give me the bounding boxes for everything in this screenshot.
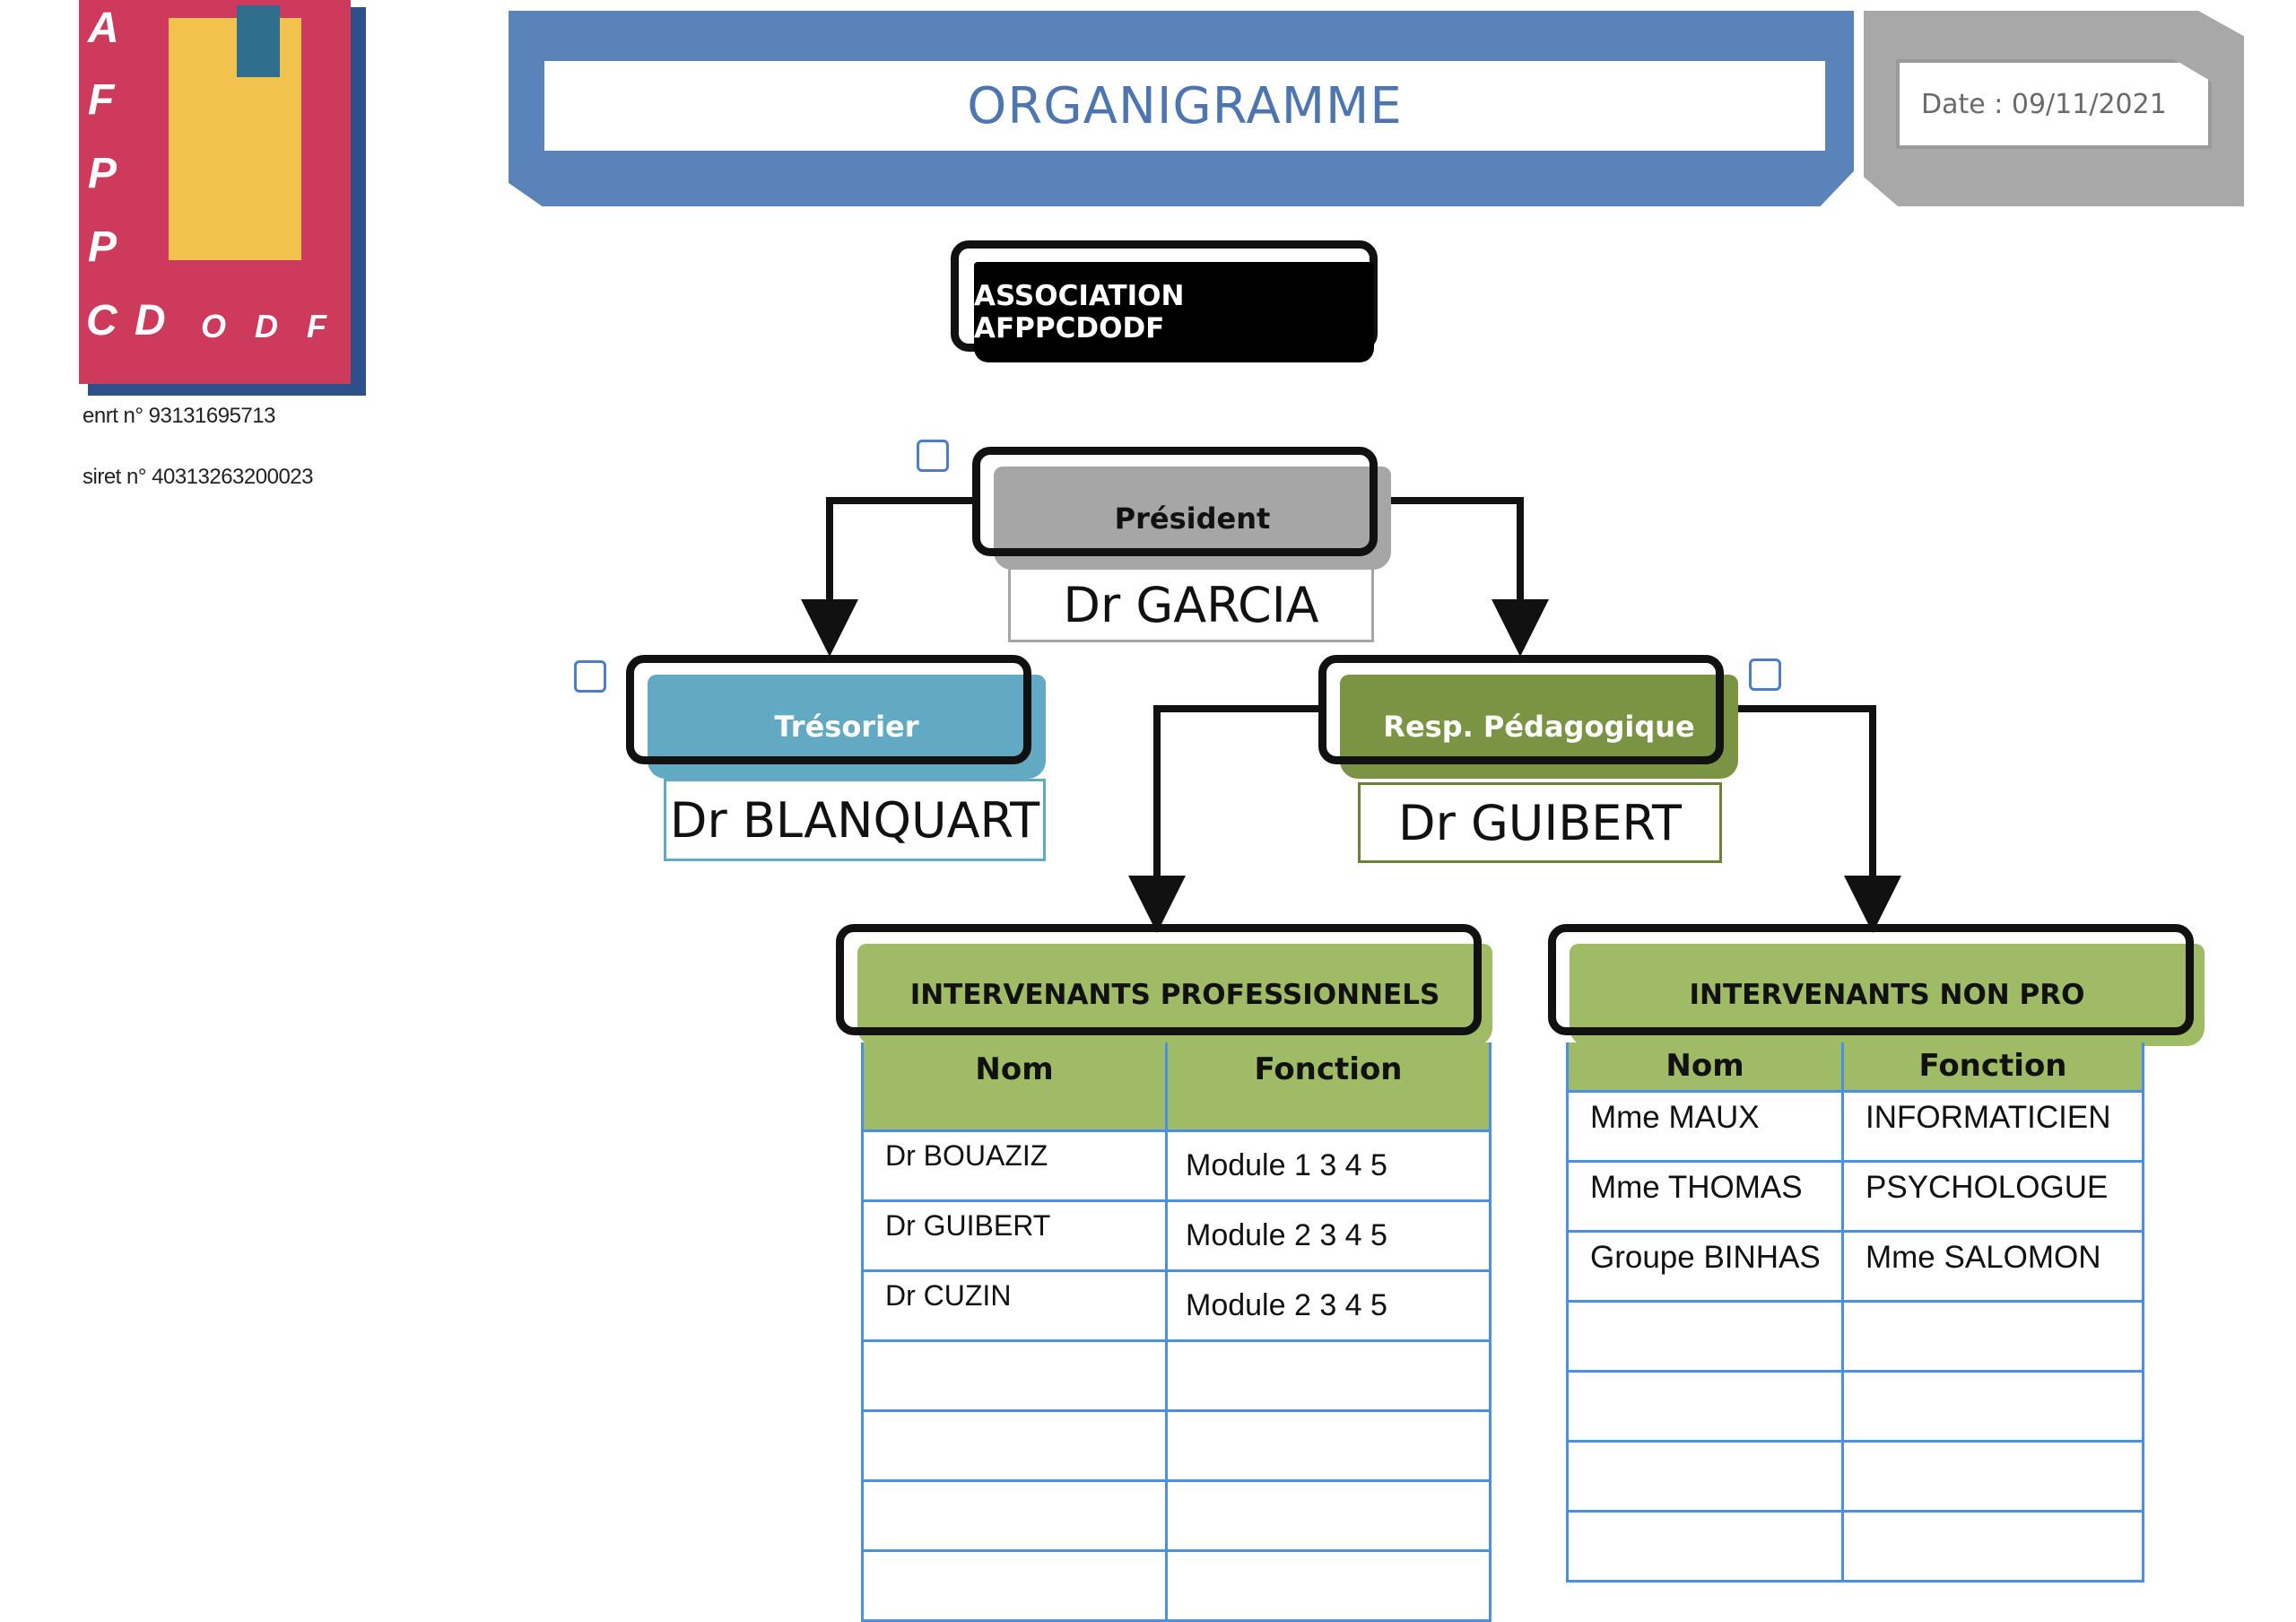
- cell-nom: Groupe BINHAS: [1566, 1229, 1844, 1303]
- logo-letter: C: [86, 297, 117, 344]
- connector-president-resp: [1372, 497, 1549, 657]
- cell-nom: [861, 1339, 1168, 1412]
- cell-nom: [1566, 1369, 1844, 1443]
- table-row: [861, 1548, 1492, 1622]
- checkbox[interactable]: [917, 440, 949, 472]
- pro-title-outline: [836, 924, 1482, 1035]
- cell-fonction: Module 1 3 4 5: [1165, 1129, 1492, 1202]
- logo-bookmark-shape: [237, 5, 280, 77]
- cell-nom: [1566, 1509, 1844, 1583]
- president-name: Dr GARCIA: [1008, 567, 1374, 642]
- cell-fonction: [1841, 1299, 2144, 1373]
- column-header-nom: Nom: [861, 1042, 1168, 1132]
- checkbox[interactable]: [574, 660, 606, 693]
- cell-fonction: [1841, 1439, 2144, 1513]
- cell-fonction: [1841, 1369, 2144, 1443]
- table-row: [1566, 1299, 2144, 1373]
- resp-pedagogique-outline: [1318, 655, 1724, 764]
- resp-pedagogique-name: Dr GUIBERT: [1358, 782, 1722, 863]
- logo-letter: F: [88, 76, 115, 124]
- table-row: Mme THOMAS PSYCHOLOGUE: [1566, 1159, 2144, 1233]
- column-header-nom: Nom: [1566, 1042, 1844, 1093]
- cell-fonction: [1165, 1478, 1492, 1552]
- cell-fonction: [1165, 1548, 1492, 1622]
- table-header-row: Nom Fonction: [861, 1042, 1492, 1132]
- logo-letter: D: [255, 308, 278, 344]
- cell-nom: [861, 1478, 1168, 1552]
- logo-letter: F: [307, 308, 326, 344]
- cell-fonction: Module 2 3 4 5: [1165, 1199, 1492, 1272]
- table-row: Dr BOUAZIZ Module 1 3 4 5: [861, 1129, 1492, 1202]
- logo-letter: P: [88, 223, 117, 271]
- nonpro-table: Nom Fonction Mme MAUX INFORMATICIEN Mme …: [1566, 1042, 2144, 1583]
- page-title: ORGANIGRAMME: [967, 76, 1403, 135]
- cell-nom: Dr BOUAZIZ: [861, 1129, 1168, 1202]
- cell-fonction: Mme SALOMON: [1841, 1229, 2144, 1303]
- table-row: [1566, 1509, 2144, 1583]
- cell-nom: [861, 1408, 1168, 1482]
- table-header-row: Nom Fonction: [1566, 1042, 2144, 1093]
- table-row: [1566, 1439, 2144, 1513]
- cell-nom: Dr GUIBERT: [861, 1199, 1168, 1272]
- logo-letter: A: [88, 4, 119, 52]
- table-row: [1566, 1369, 2144, 1443]
- pro-table: Nom Fonction Dr BOUAZIZ Module 1 3 4 5 D…: [861, 1042, 1492, 1622]
- cell-fonction: INFORMATICIEN: [1841, 1089, 2144, 1163]
- siret-number: siret n° 40313263200023: [83, 465, 314, 489]
- table-row: Mme MAUX INFORMATICIEN: [1566, 1089, 2144, 1163]
- cell-fonction: [1165, 1339, 1492, 1412]
- cell-nom: Mme MAUX: [1566, 1089, 1844, 1163]
- cell-nom: [1566, 1439, 1844, 1513]
- table-row: [861, 1478, 1492, 1552]
- afppcdodf-logo: A F P P C D O D F: [79, 0, 351, 384]
- column-header-fonction: Fonction: [1165, 1042, 1492, 1132]
- table-row: Groupe BINHAS Mme SALOMON: [1566, 1229, 2144, 1303]
- table-row: [861, 1339, 1492, 1412]
- date-box: Date : 09/11/2021: [1896, 59, 2212, 149]
- tresorier-outline: [626, 655, 1031, 764]
- cell-nom: [861, 1548, 1168, 1622]
- nonpro-title-outline: [1548, 924, 2194, 1035]
- cell-fonction: [1165, 1408, 1492, 1482]
- table-row: [861, 1408, 1492, 1482]
- logo-letter: D: [135, 297, 166, 344]
- tresorier-name: Dr BLANQUART: [664, 779, 1046, 861]
- president-outline: [972, 447, 1378, 556]
- cell-fonction: Module 2 3 4 5: [1165, 1269, 1492, 1342]
- connector-resp-nonpro: [1715, 705, 1901, 933]
- date-text: Date : 09/11/2021: [1921, 88, 2167, 120]
- association-box: ASSOCIATION AFPPCDODF: [974, 262, 1374, 362]
- connector-president-tresorier: [801, 497, 978, 657]
- cell-nom: Mme THOMAS: [1566, 1159, 1844, 1233]
- cell-fonction: PSYCHOLOGUE: [1841, 1159, 2144, 1233]
- connector-resp-pro: [1128, 705, 1318, 933]
- checkbox[interactable]: [1749, 658, 1781, 691]
- header-title-box: ORGANIGRAMME: [544, 61, 1825, 151]
- table-row: Dr GUIBERT Module 2 3 4 5: [861, 1199, 1492, 1272]
- column-header-fonction: Fonction: [1841, 1042, 2144, 1093]
- cell-nom: Dr CUZIN: [861, 1269, 1168, 1342]
- registration-number: enrt n° 93131695713: [83, 404, 275, 428]
- table-row: Dr CUZIN Module 2 3 4 5: [861, 1269, 1492, 1342]
- logo-letter: O: [201, 308, 227, 344]
- cell-fonction: [1841, 1509, 2144, 1583]
- logo-letter: P: [88, 150, 117, 197]
- cell-nom: [1566, 1299, 1844, 1373]
